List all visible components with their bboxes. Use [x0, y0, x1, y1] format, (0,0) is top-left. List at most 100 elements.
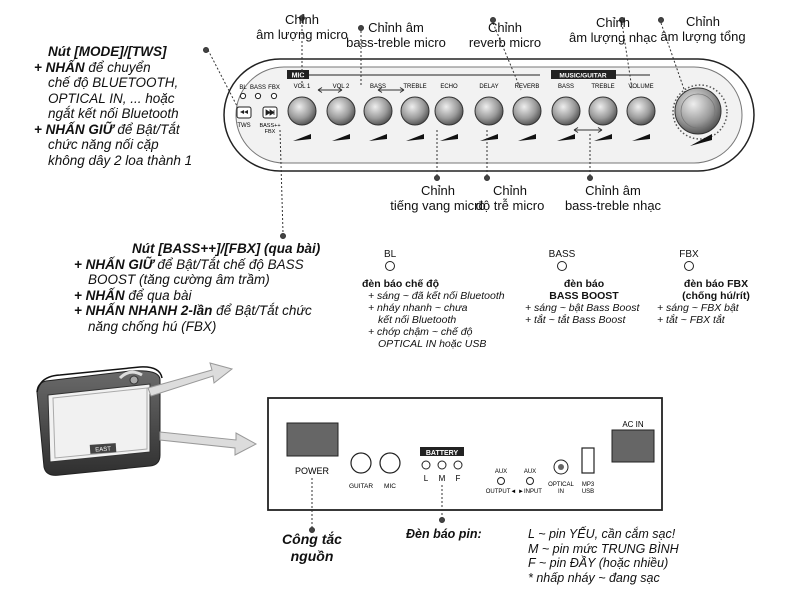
- battery-label: BATTERY: [426, 450, 459, 457]
- battery-note: Đèn báo pin:L ~ pin YẾU, cần cắm sạc! M …: [406, 527, 686, 585]
- battery-led-l: [421, 460, 431, 470]
- level-wedge-icon: [293, 134, 311, 141]
- legend-line: OPTICAL IN hoặc USB: [378, 338, 487, 350]
- aux-input-jack[interactable]: [526, 477, 534, 485]
- bass-led: [254, 92, 262, 100]
- legend-fbx-title: đèn báo FBX(chống hú/rít): [682, 278, 750, 302]
- knob[interactable]: [400, 96, 430, 126]
- legend-bass-led-dot: [557, 261, 567, 271]
- pointer-arrow-upper: [147, 362, 234, 397]
- note-line: OPTICAL IN, ... hoặc: [48, 90, 175, 106]
- legend-fbx-led-dot: [684, 261, 694, 271]
- power-switch[interactable]: [286, 422, 339, 457]
- level-wedge-icon: [594, 134, 612, 141]
- knob[interactable]: [551, 96, 581, 126]
- guitar-label: GUITAR: [349, 483, 373, 490]
- tws-label: TWS: [237, 123, 250, 129]
- battery-note-line: F ~ pin ĐẦY (hoặc nhiều): [528, 556, 669, 570]
- level-wedge-icon: [518, 134, 536, 141]
- battery-led-label-m: M: [439, 474, 446, 483]
- level-wedge-icon: [406, 134, 424, 141]
- knob[interactable]: [434, 96, 464, 126]
- knob-label: REVERB: [515, 84, 540, 90]
- master-volume-ring: [672, 84, 728, 140]
- aux-output-jack[interactable]: [497, 477, 505, 485]
- knob[interactable]: [326, 96, 356, 126]
- speaker-illustration: EAST: [36, 366, 163, 476]
- note-line: + NHẤN GIỮ để Bật/Tắt: [34, 121, 180, 137]
- knob[interactable]: [626, 96, 656, 126]
- legend-bl-title: đèn báo chế độ: [362, 278, 440, 290]
- legend-fbx: đèn báo FBX(chống hú/rít) + sáng ~ FBX b…: [651, 278, 781, 326]
- knob[interactable]: [363, 96, 393, 126]
- note-line: + NHẤN để qua bài: [74, 287, 192, 303]
- knob-label: BASS: [370, 84, 386, 90]
- legend-line: + chớp chậm ~ chế độ: [368, 326, 473, 338]
- note-line: + NHẤN NHANH 2-lần để Bật/Tắt chức: [74, 303, 312, 318]
- knob[interactable]: [287, 96, 317, 126]
- guitar-jack[interactable]: [350, 452, 372, 474]
- master-volume-knob[interactable]: [674, 87, 722, 135]
- indicator-label-fbx: FBX: [268, 85, 280, 91]
- battery-note-title: Đèn báo pin:: [406, 527, 482, 541]
- level-wedge-icon: [557, 134, 575, 141]
- fbx-led: [270, 92, 278, 100]
- knob-label: DELAY: [479, 84, 498, 90]
- mic-group-label: MIC: [292, 73, 305, 80]
- note-line: + NHẤN GIỮ để Bật/Tắt chế độ BASS: [74, 256, 304, 272]
- note-line: không dây 2 loa thành 1: [48, 152, 193, 168]
- battery-note-line: M ~ pin mức TRUNG BÌNH: [528, 541, 679, 556]
- legend-line: + tắt ~ tắt Bass Boost: [525, 314, 626, 326]
- mode-tws-title: Nút [MODE]/[TWS]: [48, 44, 167, 59]
- knob[interactable]: [588, 96, 618, 126]
- note-line: BOOST (tăng cường âm trầm): [88, 272, 270, 287]
- level-wedge-icon: [332, 134, 350, 141]
- knob-label: VOLUME: [628, 84, 653, 90]
- legend-bl-label: BL: [384, 249, 397, 260]
- note-line: ngắt kết nối Bluetooth: [48, 106, 179, 121]
- mic-label: MIC: [384, 483, 396, 490]
- mic-jack[interactable]: [379, 452, 401, 474]
- ac-in-label: AC IN: [622, 420, 644, 429]
- note-line: + NHẤN để chuyển: [34, 59, 151, 75]
- bass-fbx-title: Nút [BASS++]/[FBX] (qua bài): [132, 241, 321, 256]
- legend-bl: đèn báo chế độ + sáng ~ đã kết nối Bluet…: [362, 278, 522, 350]
- legend-line: + sáng ~ bật Bass Boost: [525, 302, 640, 314]
- svg-text:EAST: EAST: [95, 446, 111, 453]
- knob-label: VOL 2: [333, 84, 350, 90]
- bass-fbx-label: BASS++FBX: [259, 123, 280, 135]
- ac-in-socket[interactable]: [611, 429, 655, 463]
- battery-led-label-l: L: [424, 474, 429, 483]
- knob[interactable]: [512, 96, 542, 126]
- legend-line: + tắt ~ FBX tắt: [657, 314, 725, 326]
- level-wedge-icon: [632, 134, 650, 141]
- legend-line: + sáng ~ FBX bật: [657, 302, 739, 314]
- legend-bl-led-dot: [385, 261, 395, 271]
- indicator-label-bass: BASS: [250, 85, 266, 91]
- pointer-arrow-lower: [159, 431, 258, 456]
- battery-note-line: * nhấp nháy ~ đang sạc: [528, 570, 660, 585]
- music-group-label: MUSIC/GUITAR: [559, 73, 606, 80]
- legend-line: kết nối Bluetooth: [378, 314, 457, 326]
- knob[interactable]: [474, 96, 504, 126]
- usb-port[interactable]: [581, 447, 595, 474]
- level-wedge-icon: [480, 134, 498, 141]
- note-line: chế độ BLUETOOTH,: [48, 75, 179, 90]
- bl-led: [239, 92, 247, 100]
- legend-line: + sáng ~ đã kết nối Bluetooth: [368, 290, 505, 302]
- legend-bass-label: BASS: [548, 249, 576, 260]
- legend-bl-led: BL: [384, 249, 396, 271]
